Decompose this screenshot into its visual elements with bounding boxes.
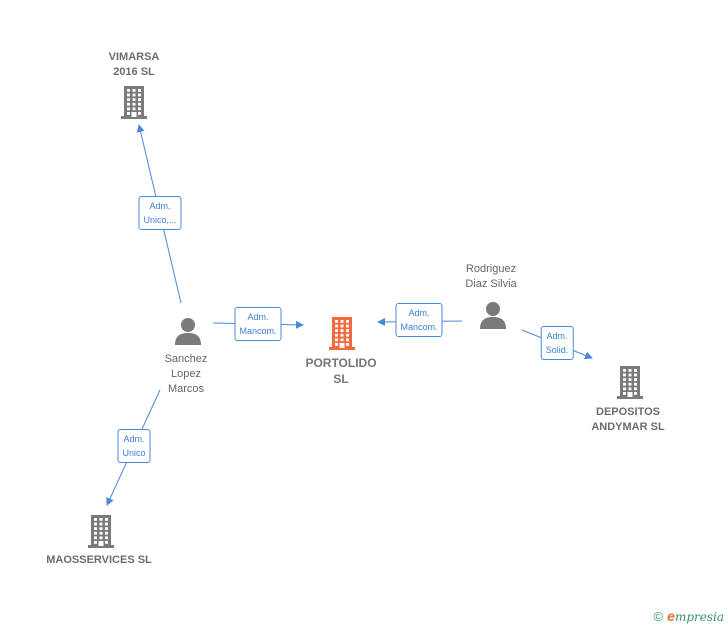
node-label-line: Sanchez bbox=[164, 353, 208, 365]
edge-label-line: Adm. bbox=[408, 308, 430, 318]
edge-label-line: Solid. bbox=[545, 345, 569, 355]
empresia-logo: empresia bbox=[667, 608, 724, 624]
edge-label-rodriguez-depositos[interactable]: Adm. Solid. bbox=[540, 326, 574, 360]
edge-label-sanchez-maosservices[interactable]: Adm. Unico bbox=[117, 429, 151, 463]
node-label-vimarsa[interactable]: VIMARSA 2016 SL bbox=[109, 50, 160, 80]
node-label-portolido[interactable]: PORTOLIDO SL bbox=[305, 355, 376, 387]
edge-label-line: Unico,... bbox=[143, 215, 177, 225]
node-label-line: Marcos bbox=[167, 383, 205, 395]
edge-label-line: Mancom. bbox=[239, 326, 277, 336]
edge-label-line: Adm. bbox=[546, 331, 568, 341]
node-label-line: MAOSSERVICES SL bbox=[46, 554, 152, 566]
edge-label-line: Adm. bbox=[123, 434, 145, 444]
person-icon bbox=[480, 302, 506, 329]
edge-label-line: Adm. bbox=[247, 312, 269, 322]
node-label-line: 2016 SL bbox=[113, 66, 155, 78]
edge-label-rodriguez-portolido[interactable]: Adm. Mancom. bbox=[395, 303, 443, 337]
node-label-line: Lopez bbox=[171, 368, 201, 380]
building-icon bbox=[88, 515, 114, 548]
edge-label-line: Mancom. bbox=[400, 322, 438, 332]
node-label-line: VIMARSA bbox=[108, 51, 160, 63]
node-label-line: Rodriguez bbox=[465, 263, 517, 275]
node-label-maosservices[interactable]: MAOSSERVICES SL bbox=[46, 553, 152, 568]
edge-label-line: Adm. bbox=[149, 201, 171, 211]
node-label-line: PORTOLIDO bbox=[305, 356, 377, 370]
building-icon bbox=[121, 86, 147, 119]
node-label-line: SL bbox=[333, 372, 349, 386]
edge-label-sanchez-portolido[interactable]: Adm. Mancom. bbox=[234, 307, 282, 341]
building-icon bbox=[329, 317, 355, 350]
node-label-line: DEPOSITOS bbox=[596, 406, 660, 418]
edge-label-line: Unico bbox=[122, 448, 146, 458]
footer-brand: © empresia bbox=[654, 608, 724, 624]
node-label-line: Diaz Silvia bbox=[465, 278, 517, 290]
edge-label-sanchez-vimarsa[interactable]: Adm. Unico,... bbox=[138, 196, 182, 230]
person-icon bbox=[175, 318, 201, 345]
node-label-depositos[interactable]: DEPOSITOS ANDYMAR SL bbox=[591, 405, 664, 435]
node-label-line: ANDYMAR SL bbox=[591, 421, 665, 433]
copyright-symbol: © bbox=[653, 608, 664, 624]
edge-layer bbox=[106, 124, 593, 506]
building-icon bbox=[617, 366, 643, 399]
